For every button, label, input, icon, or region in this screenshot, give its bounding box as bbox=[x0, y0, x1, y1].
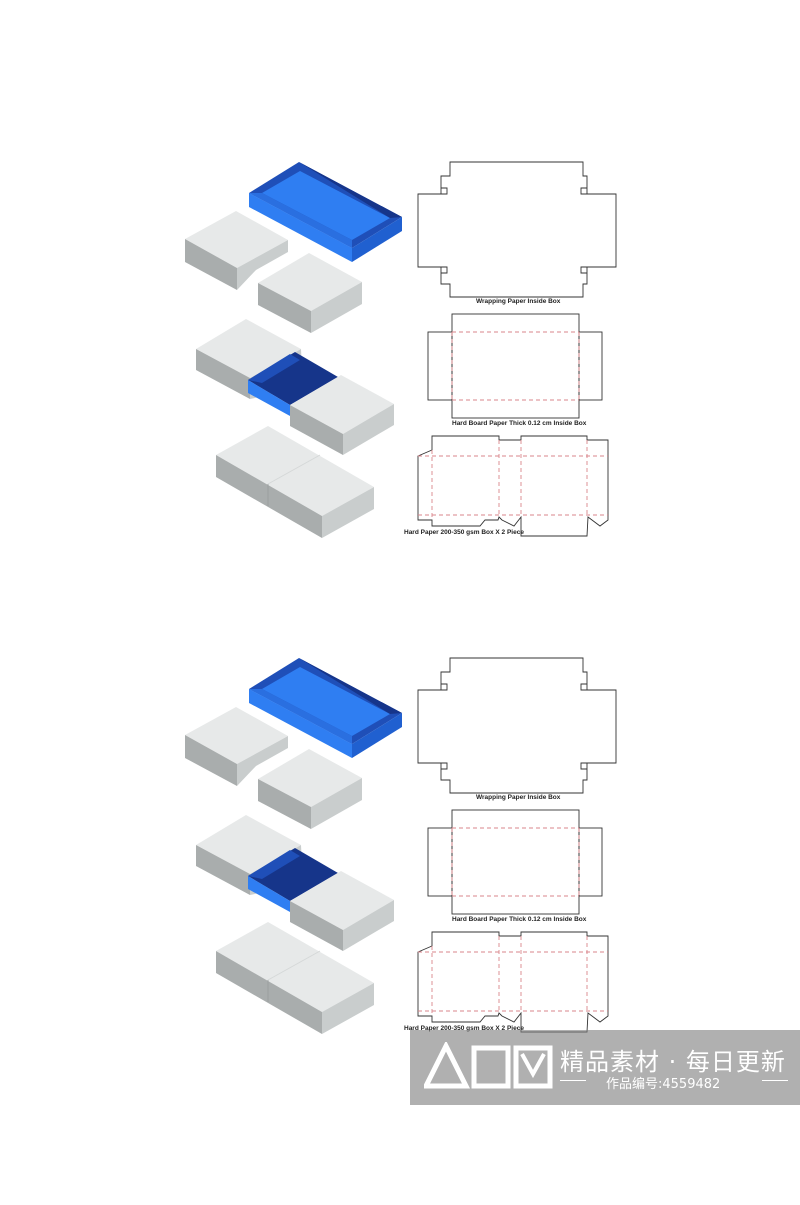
packaging-dieline-illustration bbox=[185, 657, 617, 1034]
caption-hard-board: Hard Board Paper Thick 0.12 cm Inside Bo… bbox=[452, 420, 587, 427]
blue-inner-tray bbox=[249, 658, 402, 758]
caption-hard-board: Hard Board Paper Thick 0.12 cm Inside Bo… bbox=[452, 916, 587, 923]
gray-lid-right bbox=[258, 253, 362, 333]
watermark-work-id: 作品编号:4559482 bbox=[606, 1077, 721, 1092]
watermark-divider-right bbox=[762, 1080, 788, 1081]
watermark-banner: 精品素材 · 每日更新 作品编号:4559482 bbox=[410, 1030, 800, 1105]
diagram-panel-bottom: Wrapping Paper Inside Box Hard Board Pap… bbox=[0, 496, 800, 1096]
dieline-wrapping-paper bbox=[417, 657, 617, 794]
gray-lid-right bbox=[258, 749, 362, 829]
dieline-hard-paper bbox=[417, 435, 609, 537]
closed-box bbox=[216, 426, 374, 538]
dieline-wrapping-paper bbox=[417, 161, 617, 298]
dieline-hard-paper bbox=[417, 931, 609, 1033]
packaging-dieline-illustration bbox=[185, 161, 617, 538]
dieline-hard-board bbox=[427, 809, 603, 915]
caption-wrapping-paper: Wrapping Paper Inside Box bbox=[476, 794, 561, 801]
diagram-panel-top: Wrapping Paper Inside Box Hard Board Pap… bbox=[0, 0, 800, 600]
gray-lid-left bbox=[185, 211, 288, 290]
blue-inner-tray bbox=[249, 162, 402, 262]
caption-hard-paper: Hard Paper 200-350 gsm Box X 2 Piece bbox=[404, 1025, 524, 1032]
dieline-hard-board bbox=[427, 313, 603, 419]
watermark-logo-icon bbox=[424, 1042, 553, 1089]
caption-wrapping-paper: Wrapping Paper Inside Box bbox=[476, 298, 561, 305]
watermark-brand-text: 精品素材 · 每日更新 bbox=[560, 1048, 786, 1076]
watermark-divider-left bbox=[560, 1080, 586, 1081]
gray-lid-left bbox=[185, 707, 288, 786]
assembled-box-open bbox=[196, 815, 394, 951]
caption-hard-paper: Hard Paper 200-350 gsm Box X 2 Piece bbox=[404, 529, 524, 536]
assembled-box-open bbox=[196, 319, 394, 455]
closed-box bbox=[216, 922, 374, 1034]
